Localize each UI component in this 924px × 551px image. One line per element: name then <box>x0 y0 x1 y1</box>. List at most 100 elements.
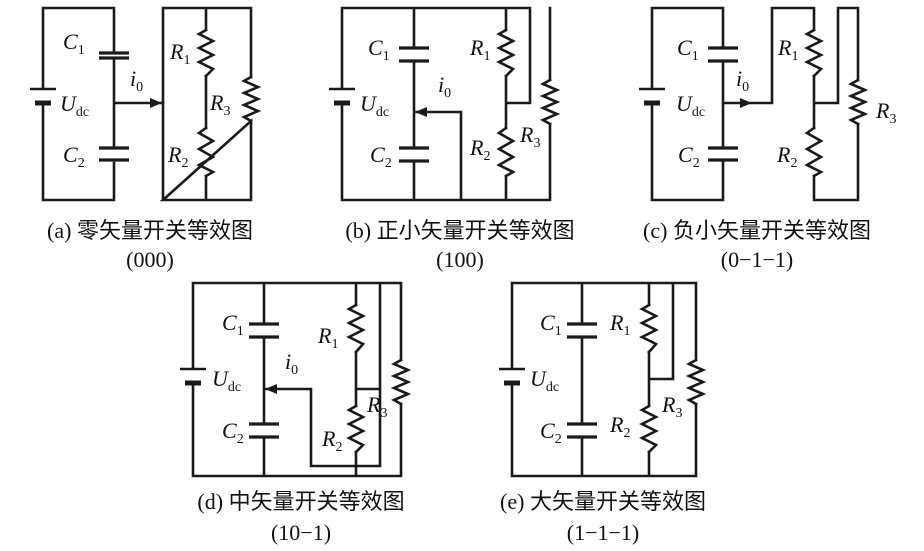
code-c: (0−1−1) <box>721 247 793 272</box>
current-arrow-a <box>150 98 162 108</box>
symbol-glyph: R <box>609 310 624 335</box>
resistor-r2-d <box>346 404 366 454</box>
panel-b: C1 Udc C2 i0 R1 R3 R2 (b) 正小矢量开关等效图 (100… <box>329 6 575 272</box>
symbol-glyph: 0 <box>444 86 451 101</box>
resistor-r2-c <box>804 126 824 178</box>
wire-a-right-box <box>159 6 253 202</box>
current-arrow-d <box>265 384 277 394</box>
label-udc-e: Udc <box>530 366 559 395</box>
label-c2-d: C2 <box>222 418 244 447</box>
resistor-r2-a <box>196 126 216 178</box>
resistor-r2-e <box>639 404 659 454</box>
symbol-glyph: dc <box>76 105 89 120</box>
code-a: (000) <box>126 247 174 272</box>
symbol-glyph: C <box>677 35 692 60</box>
label-r2-d: R2 <box>321 426 342 455</box>
symbol-glyph: U <box>676 91 694 116</box>
label-c1-e: C1 <box>540 310 562 339</box>
symbol-glyph: 1 <box>183 53 190 68</box>
capacitor-c2-e <box>567 422 597 439</box>
label-r1-d: R1 <box>317 323 338 352</box>
label-c2-e: C2 <box>540 418 562 447</box>
wire-a-left-loop <box>41 6 116 202</box>
symbol-glyph: U <box>360 91 378 116</box>
symbol-glyph: R <box>366 392 381 417</box>
capacitor-c1-b <box>399 46 429 63</box>
symbol-glyph: 2 <box>790 156 797 171</box>
resistor-r2-b <box>496 126 516 178</box>
symbol-glyph: C <box>222 418 237 443</box>
panel-c: C1 Udc C2 i0 R1 R3 R2 (c) 负小矢量开关等效图 (0−1… <box>639 6 896 272</box>
symbol-glyph: dc <box>692 105 705 120</box>
capacitor-c1-e <box>567 322 597 339</box>
symbol-glyph: 2 <box>78 156 85 171</box>
symbol-glyph: 1 <box>791 49 798 64</box>
caption-e: (e) 大矢量开关等效图 <box>500 489 706 514</box>
symbol-glyph: R <box>209 90 224 115</box>
symbol-glyph: R <box>167 142 182 167</box>
label-c1-d: C1 <box>222 310 244 339</box>
symbol-glyph: 3 <box>380 406 387 421</box>
label-udc-d: Udc <box>212 366 241 395</box>
capacitor-c2-b <box>399 146 429 163</box>
label-r3-c: R3 <box>875 98 896 127</box>
symbol-glyph: R <box>875 98 890 123</box>
label-r2-a: R2 <box>167 142 188 171</box>
symbol-glyph: 2 <box>483 149 490 164</box>
symbol-glyph: 2 <box>335 440 342 455</box>
label-r3-e: R3 <box>661 392 682 421</box>
symbol-glyph: 2 <box>181 156 188 171</box>
capacitor-c1-c <box>708 46 738 63</box>
symbol-glyph: i <box>438 72 444 97</box>
symbol-glyph: R <box>661 392 676 417</box>
symbol-glyph: R <box>777 35 792 60</box>
label-c2-a: C2 <box>63 142 85 171</box>
wire-e-outer <box>510 281 698 478</box>
symbol-glyph: i <box>285 349 291 374</box>
label-r2-e: R2 <box>609 412 630 441</box>
symbol-glyph: R <box>469 135 484 160</box>
code-b: (100) <box>436 247 484 272</box>
resistor-r1-a <box>196 28 216 78</box>
symbol-glyph: 1 <box>383 49 390 64</box>
symbol-glyph: C <box>222 310 237 335</box>
symbol-glyph: 0 <box>291 363 298 378</box>
symbol-glyph: 2 <box>693 156 700 171</box>
symbol-glyph: 1 <box>78 43 85 58</box>
symbol-glyph: 0 <box>136 80 143 95</box>
symbol-glyph: dc <box>546 380 559 395</box>
panel-a: C1 Udc C2 i0 R1 R3 R2 (a) 零矢量开关等效图 (000) <box>30 6 262 272</box>
label-i0-c: i0 <box>736 66 749 95</box>
resistor-r3-d <box>390 358 412 406</box>
symbol-glyph: R <box>609 412 624 437</box>
symbol-glyph: C <box>540 310 555 335</box>
symbol-glyph: 1 <box>555 324 562 339</box>
resistor-r3-b <box>539 78 561 126</box>
symbol-glyph: R <box>519 122 534 147</box>
capacitor-c2-c <box>708 146 738 162</box>
label-c2-b: C2 <box>370 142 392 171</box>
symbol-glyph: C <box>368 35 383 60</box>
label-r3-d: R3 <box>366 392 387 421</box>
symbol-glyph: 1 <box>692 49 699 64</box>
label-r3-a: R3 <box>209 90 230 119</box>
label-i0-d: i0 <box>285 349 298 378</box>
symbol-glyph: C <box>370 142 385 167</box>
wire-d-outer <box>191 281 403 478</box>
symbol-glyph: R <box>317 323 332 348</box>
label-udc-a: Udc <box>60 91 89 120</box>
current-arrow-b <box>415 107 427 117</box>
symbol-glyph: 3 <box>533 136 540 151</box>
symbol-glyph: R <box>776 142 791 167</box>
label-udc-b: Udc <box>360 91 389 120</box>
label-c1-a: C1 <box>63 29 85 58</box>
symbol-glyph: U <box>212 366 230 391</box>
symbol-glyph: 1 <box>331 337 338 352</box>
label-r1-e: R1 <box>609 310 630 339</box>
capacitor-c1-a <box>99 51 129 60</box>
wire-b-outer <box>340 6 552 202</box>
symbol-glyph: 2 <box>237 432 244 447</box>
battery-a <box>30 87 56 106</box>
resistor-r1-e <box>639 303 659 354</box>
